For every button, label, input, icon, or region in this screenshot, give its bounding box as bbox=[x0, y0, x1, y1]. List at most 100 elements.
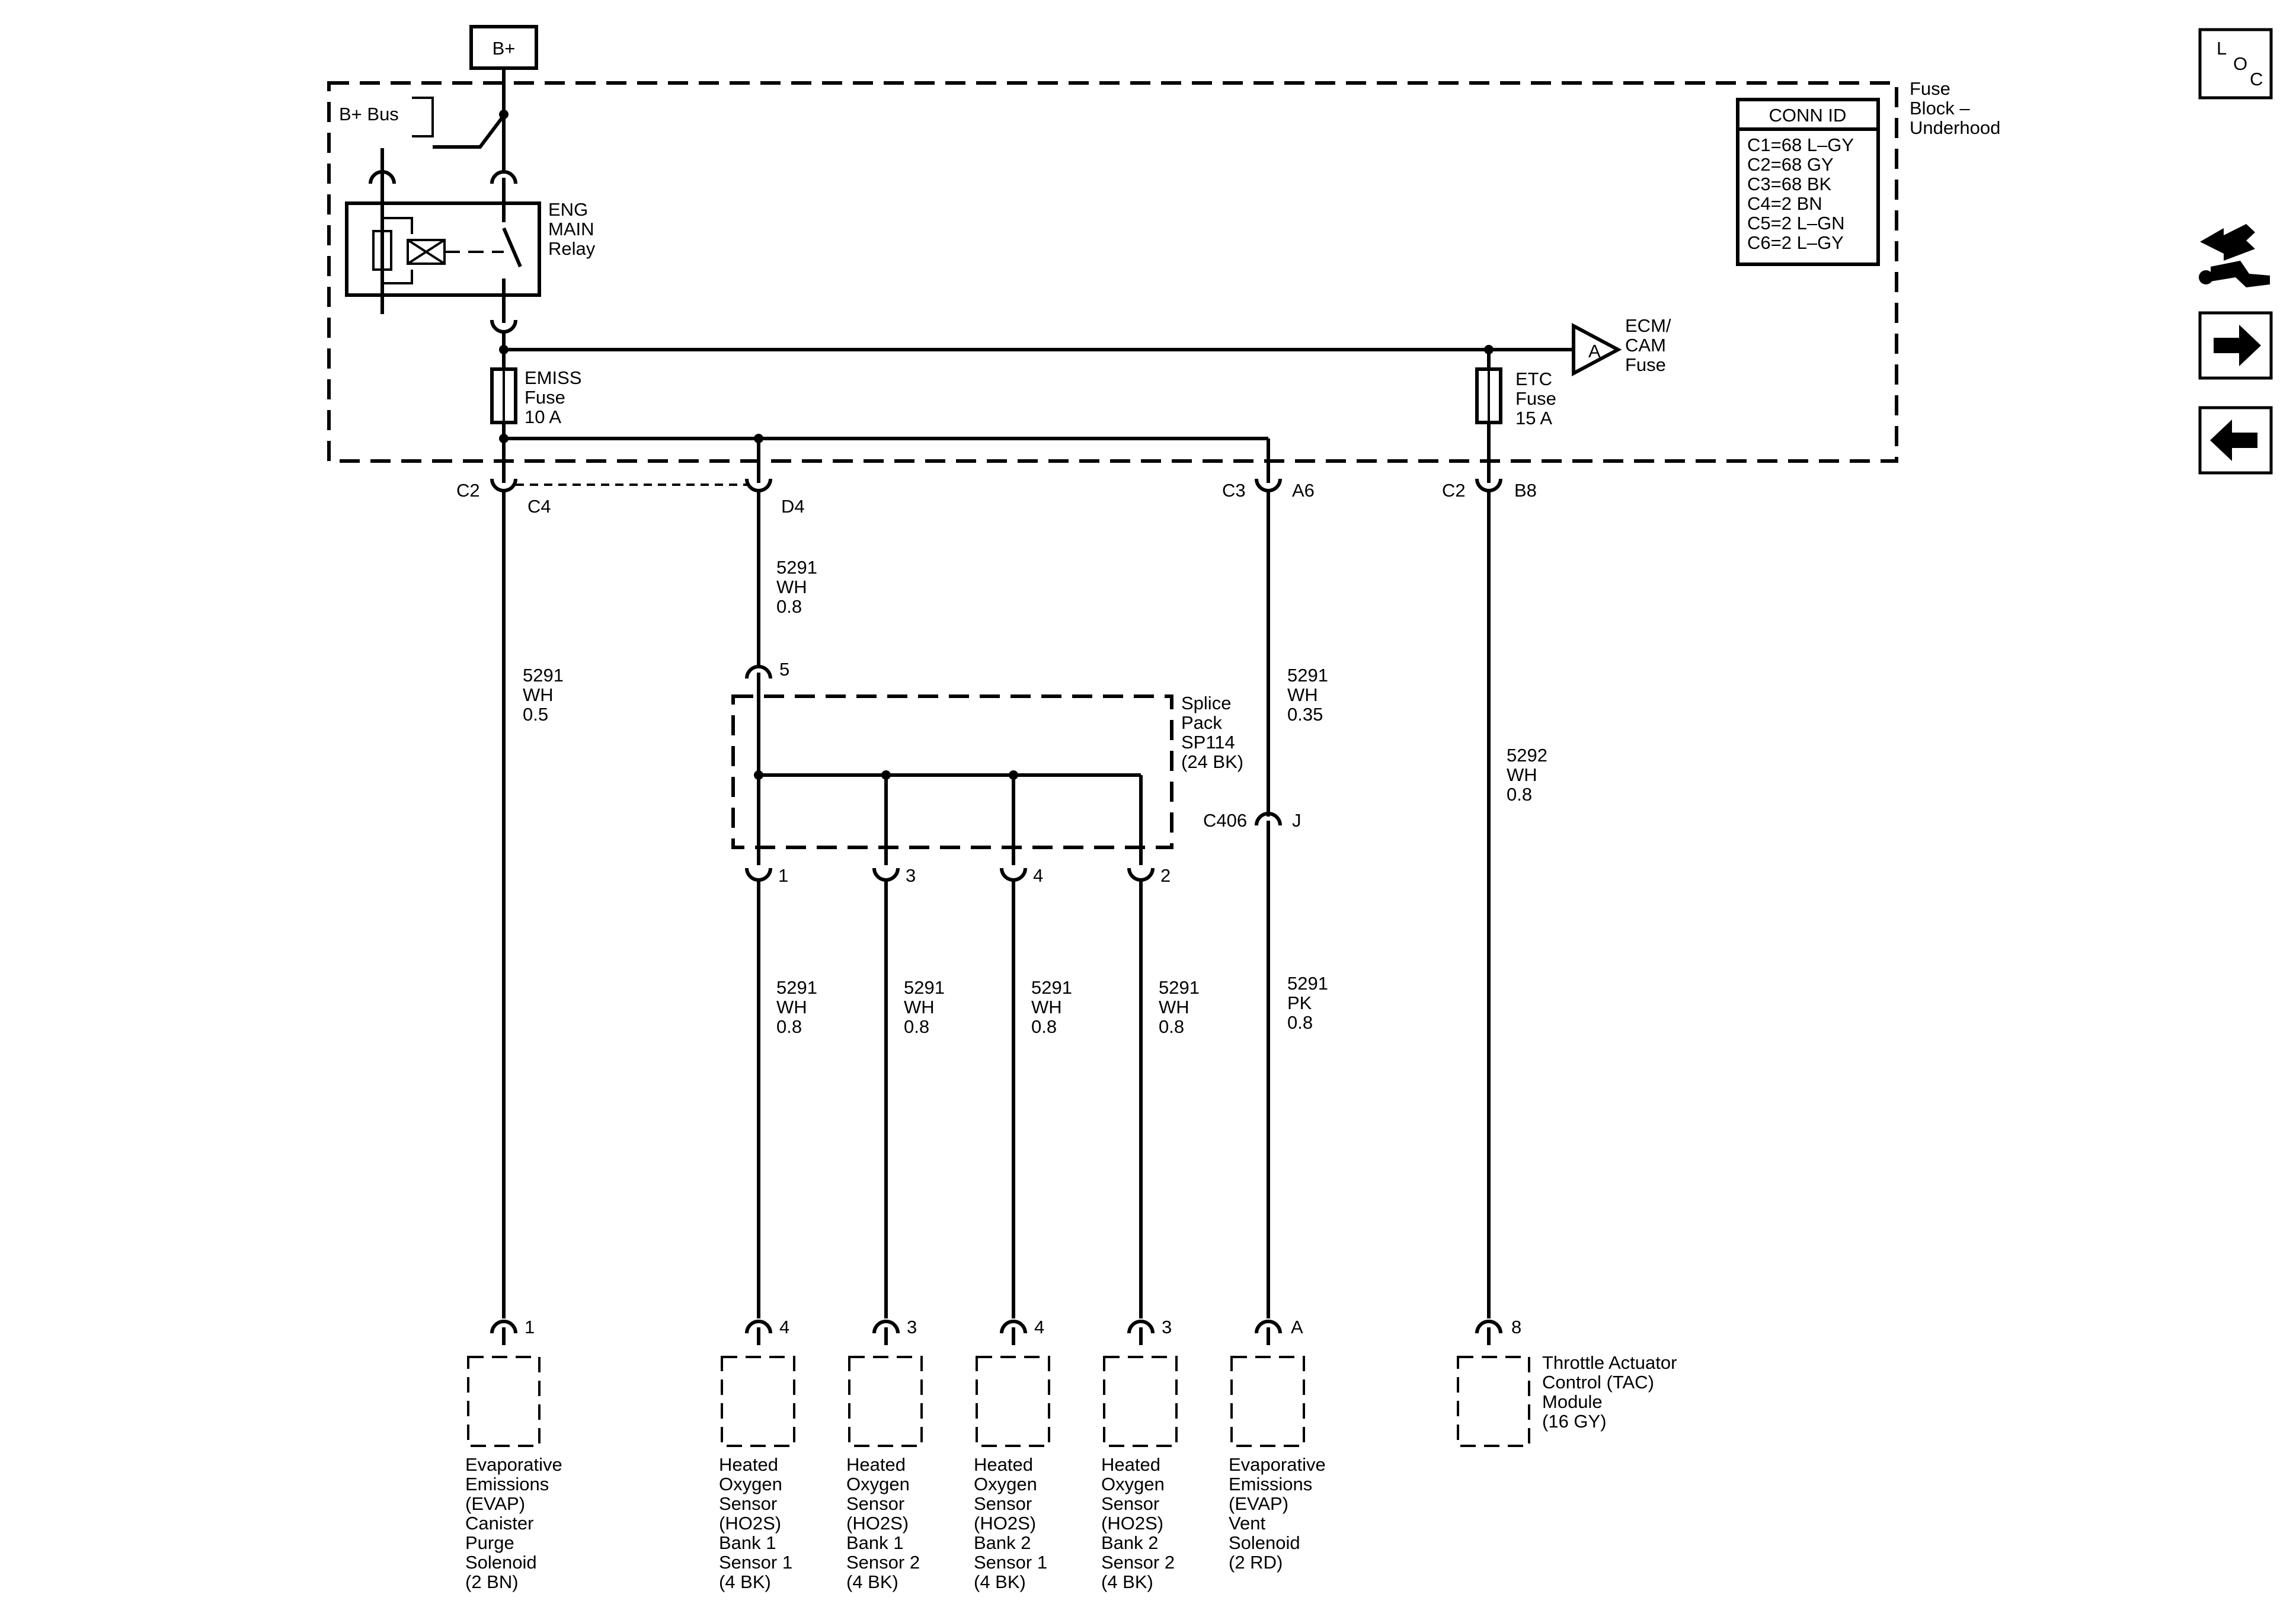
wire-label-ho2s-b2s2: 5291 WH 0.8 bbox=[1159, 977, 1200, 1037]
svg-text:Sensor 1: Sensor 1 bbox=[719, 1552, 792, 1573]
component-label: Heated Oxygen Sensor (HO2S) Bank 1 Senso… bbox=[846, 1454, 920, 1592]
svg-text:Sensor: Sensor bbox=[974, 1493, 1032, 1514]
svg-text:0.5: 0.5 bbox=[523, 704, 548, 725]
splice-pin-3-label: 3 bbox=[906, 865, 916, 886]
svg-text:C3=68 BK: C3=68 BK bbox=[1747, 174, 1832, 194]
svg-text:(HO2S): (HO2S) bbox=[719, 1513, 781, 1534]
connector-c2-b8-left-label: C2 bbox=[1442, 480, 1466, 501]
splice-pack-sp114 bbox=[731, 694, 1173, 849]
harness-icon[interactable] bbox=[2199, 224, 2270, 287]
svg-text:0.8: 0.8 bbox=[776, 596, 802, 617]
connector-c2-b8 bbox=[1475, 468, 1502, 492]
connector-c406-pin-label: J bbox=[1292, 810, 1302, 831]
component-label: Evaporative Emissions (EVAP) Canister Pu… bbox=[465, 1454, 562, 1592]
svg-text:Emissions: Emissions bbox=[1229, 1474, 1312, 1494]
loc-icon[interactable]: L O C bbox=[2198, 28, 2273, 100]
connector-b8-label: B8 bbox=[1514, 480, 1537, 501]
svg-text:Module: Module bbox=[1542, 1391, 1603, 1412]
svg-text:Sensor: Sensor bbox=[719, 1493, 777, 1514]
next-arrow-icon[interactable] bbox=[2198, 311, 2273, 380]
pin-label: A bbox=[1291, 1317, 1303, 1337]
svg-text:(HO2S): (HO2S) bbox=[846, 1513, 909, 1534]
svg-text:Solenoid: Solenoid bbox=[465, 1552, 537, 1573]
svg-text:Sensor 1: Sensor 1 bbox=[974, 1552, 1047, 1573]
wire-label-etc: 5292 WH 0.8 bbox=[1507, 745, 1547, 805]
svg-text:Oxygen: Oxygen bbox=[1101, 1474, 1165, 1494]
svg-text:ECM/: ECM/ bbox=[1625, 315, 1671, 336]
svg-text:CONN ID: CONN ID bbox=[1769, 105, 1847, 126]
wire-label-ho2s-b1s2: 5291 WH 0.8 bbox=[904, 977, 945, 1037]
svg-text:SP114: SP114 bbox=[1181, 732, 1235, 753]
connector-d4 bbox=[745, 468, 772, 492]
connector-c4-label: C4 bbox=[527, 496, 551, 517]
component-ho2s-bank1-sensor1 bbox=[721, 1320, 795, 1447]
svg-text:(HO2S): (HO2S) bbox=[974, 1513, 1036, 1534]
pin-label: 3 bbox=[1162, 1317, 1172, 1337]
svg-text:5291: 5291 bbox=[904, 977, 945, 998]
svg-text:Underhood: Underhood bbox=[1910, 117, 2000, 138]
svg-text:5291: 5291 bbox=[1159, 977, 1200, 998]
svg-text:C2=68 GY: C2=68 GY bbox=[1747, 154, 1834, 175]
svg-text:(2 BN): (2 BN) bbox=[465, 1571, 519, 1592]
svg-text:(2 RD): (2 RD) bbox=[1229, 1552, 1283, 1573]
wire-label-vent-upper: 5291 WH 0.35 bbox=[1287, 665, 1328, 725]
svg-text:5291: 5291 bbox=[1031, 977, 1072, 998]
svg-text:(16 GY): (16 GY) bbox=[1542, 1411, 1607, 1432]
svg-text:PK: PK bbox=[1287, 993, 1312, 1013]
wire-label-ho2s-b2s1: 5291 WH 0.8 bbox=[1031, 977, 1072, 1037]
svg-text:Evaporative: Evaporative bbox=[1229, 1454, 1326, 1475]
svg-text:Heated: Heated bbox=[974, 1454, 1033, 1475]
etc-fuse bbox=[1475, 367, 1502, 424]
splice-pin-2-label: 2 bbox=[1160, 865, 1171, 886]
svg-text:Sensor: Sensor bbox=[846, 1493, 904, 1514]
splice-input-pin bbox=[745, 665, 772, 687]
svg-text:Solenoid: Solenoid bbox=[1229, 1532, 1300, 1553]
component-evap-purge-solenoid bbox=[467, 1320, 541, 1447]
svg-text:WH: WH bbox=[523, 684, 554, 705]
svg-text:Fuse: Fuse bbox=[1625, 354, 1666, 375]
svg-text:Purge: Purge bbox=[465, 1532, 514, 1553]
connector-c3-label: C3 bbox=[1222, 480, 1246, 501]
back-arrow-icon[interactable] bbox=[2198, 406, 2273, 475]
svg-text:C1=68 L–GY: C1=68 L–GY bbox=[1747, 135, 1854, 155]
svg-text:Control (TAC): Control (TAC) bbox=[1542, 1372, 1654, 1393]
component-label: Evaporative Emissions (EVAP) Vent Soleno… bbox=[1229, 1454, 1326, 1573]
svg-text:WH: WH bbox=[904, 997, 935, 1017]
emiss-fuse bbox=[490, 367, 517, 424]
splice-pack-label: Splice Pack SP114 (24 BK) bbox=[1181, 693, 1243, 772]
svg-text:5291: 5291 bbox=[523, 665, 564, 686]
ecm-cam-fuse-reference: A ECM/ CAM Fuse bbox=[1572, 315, 1671, 376]
svg-text:Heated: Heated bbox=[1101, 1454, 1160, 1475]
svg-text:(4 BK): (4 BK) bbox=[974, 1571, 1026, 1592]
b-plus-terminal: B+ bbox=[469, 25, 538, 70]
component-tac-module bbox=[1457, 1320, 1530, 1447]
connector-a6-label: A6 bbox=[1292, 480, 1315, 501]
svg-text:Fuse: Fuse bbox=[525, 387, 565, 408]
svg-text:Fuse: Fuse bbox=[1910, 78, 1950, 99]
svg-text:(EVAP): (EVAP) bbox=[1229, 1493, 1288, 1514]
svg-text:0.8: 0.8 bbox=[776, 1016, 802, 1037]
pin-label: 4 bbox=[779, 1317, 789, 1337]
svg-text:(4 BK): (4 BK) bbox=[846, 1571, 898, 1592]
svg-text:WH: WH bbox=[1159, 997, 1189, 1017]
svg-text:5291: 5291 bbox=[776, 557, 817, 578]
svg-text:15 A: 15 A bbox=[1515, 408, 1552, 428]
svg-text:Bank 2: Bank 2 bbox=[974, 1532, 1031, 1553]
svg-text:WH: WH bbox=[1031, 997, 1062, 1017]
svg-text:Oxygen: Oxygen bbox=[719, 1474, 782, 1494]
wire-label-vent-lower: 5291 PK 0.8 bbox=[1287, 973, 1328, 1033]
svg-text:5291: 5291 bbox=[776, 977, 817, 998]
connector-c3-a6 bbox=[1255, 468, 1282, 492]
svg-text:Heated: Heated bbox=[846, 1454, 906, 1475]
connector-c2-c4 bbox=[490, 468, 517, 492]
svg-text:(24 BK): (24 BK) bbox=[1181, 751, 1243, 772]
pin-label: 3 bbox=[907, 1317, 917, 1337]
svg-text:C6=2 L–GY: C6=2 L–GY bbox=[1747, 232, 1844, 253]
svg-text:Bank 1: Bank 1 bbox=[719, 1532, 776, 1553]
svg-text:Throttle Actuator: Throttle Actuator bbox=[1542, 1352, 1677, 1373]
component-ho2s-bank1-sensor2 bbox=[848, 1320, 923, 1447]
svg-text:Sensor 2: Sensor 2 bbox=[846, 1552, 920, 1573]
svg-text:WH: WH bbox=[776, 997, 807, 1017]
svg-text:WH: WH bbox=[1507, 764, 1537, 785]
